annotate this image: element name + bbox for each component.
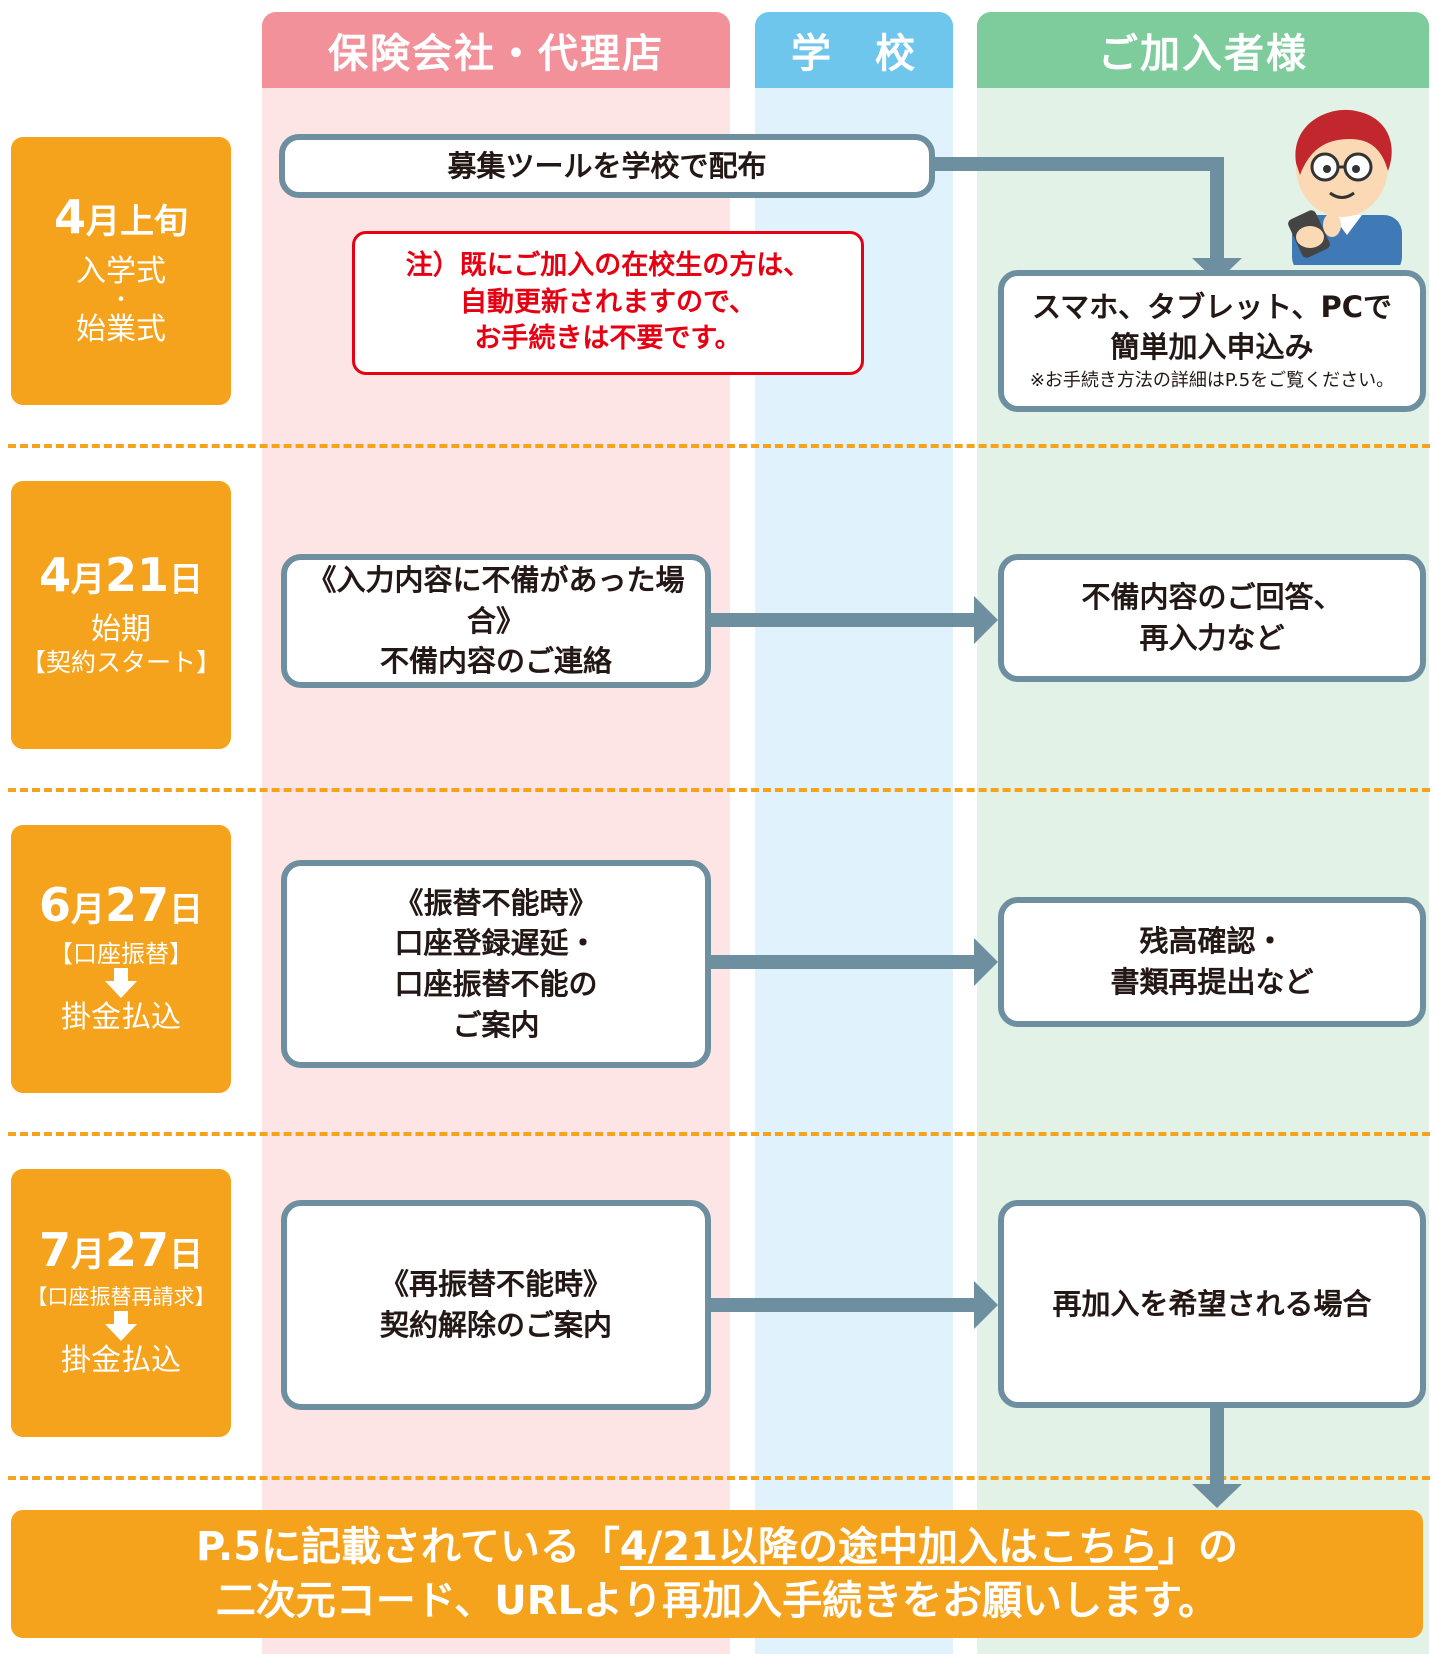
rejoin-instruction-banner: P.5に記載されている「4/21以降の途中加入はこちら」の 二次元コード、URL… <box>11 1510 1423 1638</box>
date-unit: 月 <box>71 1235 105 1276</box>
date-label: 4月21日 <box>39 552 203 598</box>
box-online-application: スマホ、タブレット、PCで 簡単加入申込み ※お手続き方法の詳細はP.5をご覧く… <box>998 270 1426 412</box>
box-deficiency-notice: 《入力内容に不備があった場合》 不備内容のご連絡 <box>281 554 711 688</box>
box-text: 口座登録遅延・ <box>394 926 598 961</box>
date-box-early-april: 4月上旬 入学式 ・ 始業式 <box>11 137 231 405</box>
box-distribute-tools: 募集ツールを学校で配布 <box>279 134 935 198</box>
insurer-column-header: 保険会社・代理店 <box>262 12 730 88</box>
date-sub-term-start: 始業式 <box>76 312 166 347</box>
row-divider <box>8 444 1430 448</box>
date-unit: 日 <box>169 560 204 600</box>
date-unit: 日 <box>169 1235 204 1276</box>
box-text: 口座振替不能の <box>394 967 598 1001</box>
row-divider <box>8 1132 1430 1136</box>
banner-text: P.5に記載されている「 <box>196 1524 620 1570</box>
date-label: 7月27日 <box>39 1227 203 1273</box>
box-text: 募集ツールを学校で配布 <box>447 148 767 183</box>
date-unit: 月 <box>71 889 105 930</box>
box-text: 残高確認・ <box>1139 924 1285 959</box>
date-month: 7 <box>38 1223 71 1278</box>
box-text: ご案内 <box>452 1007 540 1042</box>
date-box-april-21: 4月21日 始期 【契約スタート】 <box>11 481 231 749</box>
box-contract-cancel-notice: 《再振替不能時》 契約解除のご案内 <box>281 1200 711 1410</box>
date-sub-entrance: 入学式 <box>76 254 166 289</box>
box-text: 再入力など <box>1139 621 1285 655</box>
box-text: 不備内容のご連絡 <box>379 644 612 679</box>
down-arrow-icon <box>105 1310 137 1341</box>
date-box-june-27: 6月27日 【口座振替】 掛金払込 <box>11 825 231 1093</box>
banner-text: 」の <box>1157 1524 1238 1570</box>
note-line: お手続きは不要です。 <box>474 323 742 355</box>
date-day: 27 <box>105 1223 170 1278</box>
note-line: 注）既にご加入の在校生の方は、 <box>405 250 811 282</box>
date-label: 4月上旬 <box>54 194 188 240</box>
date-sub-payment: 掛金払込 <box>61 1000 181 1036</box>
row-divider <box>8 788 1430 792</box>
date-box-july-27: 7月27日 【口座振替再請求】 掛金払込 <box>11 1169 231 1437</box>
box-text: 契約解除のご案内 <box>379 1308 612 1342</box>
box-text: スマホ、タブレット、PCで <box>1031 290 1393 325</box>
down-arrow-icon <box>105 968 137 999</box>
box-transfer-failure-notice: 《振替不能時》 口座登録遅延・ 口座振替不能の ご案内 <box>281 860 711 1068</box>
member-column-header: ご加入者様 <box>977 12 1429 88</box>
date-sub-contract-start: 【契約スタート】 <box>20 648 221 677</box>
boy-with-phone-illustration <box>1288 109 1402 265</box>
box-text: 《振替不能時》 <box>394 885 598 920</box>
box-balance-check: 残高確認・ 書類再提出など <box>998 897 1426 1027</box>
date-sub-start: 始期 <box>91 612 151 647</box>
row-divider <box>8 1476 1430 1480</box>
box-text: 再加入を希望される場合 <box>1052 1286 1372 1321</box>
date-month: 6 <box>38 877 71 932</box>
date-month: 4 <box>53 190 86 244</box>
box-text: 《再振替不能時》 <box>379 1267 612 1302</box>
box-rejoin-request: 再加入を希望される場合 <box>998 1200 1426 1408</box>
date-month: 4 <box>38 548 71 602</box>
date-sub-retransfer: 【口座振替再請求】 <box>26 1285 216 1310</box>
date-unit: 日 <box>169 889 204 930</box>
date-sub-transfer: 【口座振替】 <box>49 939 193 968</box>
date-day: 27 <box>105 877 170 932</box>
box-text: 不備内容のご回答、 <box>1081 580 1343 615</box>
box-text: 書類再提出など <box>1110 965 1314 999</box>
date-unit: 月 <box>71 560 105 600</box>
date-dot: ・ <box>109 288 132 313</box>
school-column-header: 学 校 <box>755 12 953 88</box>
banner-line-1: P.5に記載されている「4/21以降の途中加入はこちら」の <box>196 1520 1238 1574</box>
date-sub-payment: 掛金払込 <box>61 1342 181 1378</box>
date-day: 21 <box>105 548 170 602</box>
date-unit: 月上旬 <box>86 202 188 242</box>
box-text: 簡単加入申込み <box>1110 329 1314 364</box>
banner-link-midway-join[interactable]: 4/21以降の途中加入はこちら <box>619 1524 1158 1570</box>
box-text: 《入力内容に不備があった場合》 <box>307 563 685 638</box>
banner-line-2: 二次元コード、URLより再加入手続きをお願いします。 <box>215 1578 1219 1624</box>
box-small-note: ※お手続き方法の詳細はP.5をご覧ください。 <box>1029 369 1395 391</box>
box-deficiency-response: 不備内容のご回答、 再入力など <box>998 554 1426 682</box>
note-existing-members: 注）既にご加入の在校生の方は、 自動更新されますので、 お手続きは不要です。 <box>352 231 864 375</box>
note-line: 自動更新されますので、 <box>460 286 756 318</box>
date-label: 6月27日 <box>39 882 203 928</box>
